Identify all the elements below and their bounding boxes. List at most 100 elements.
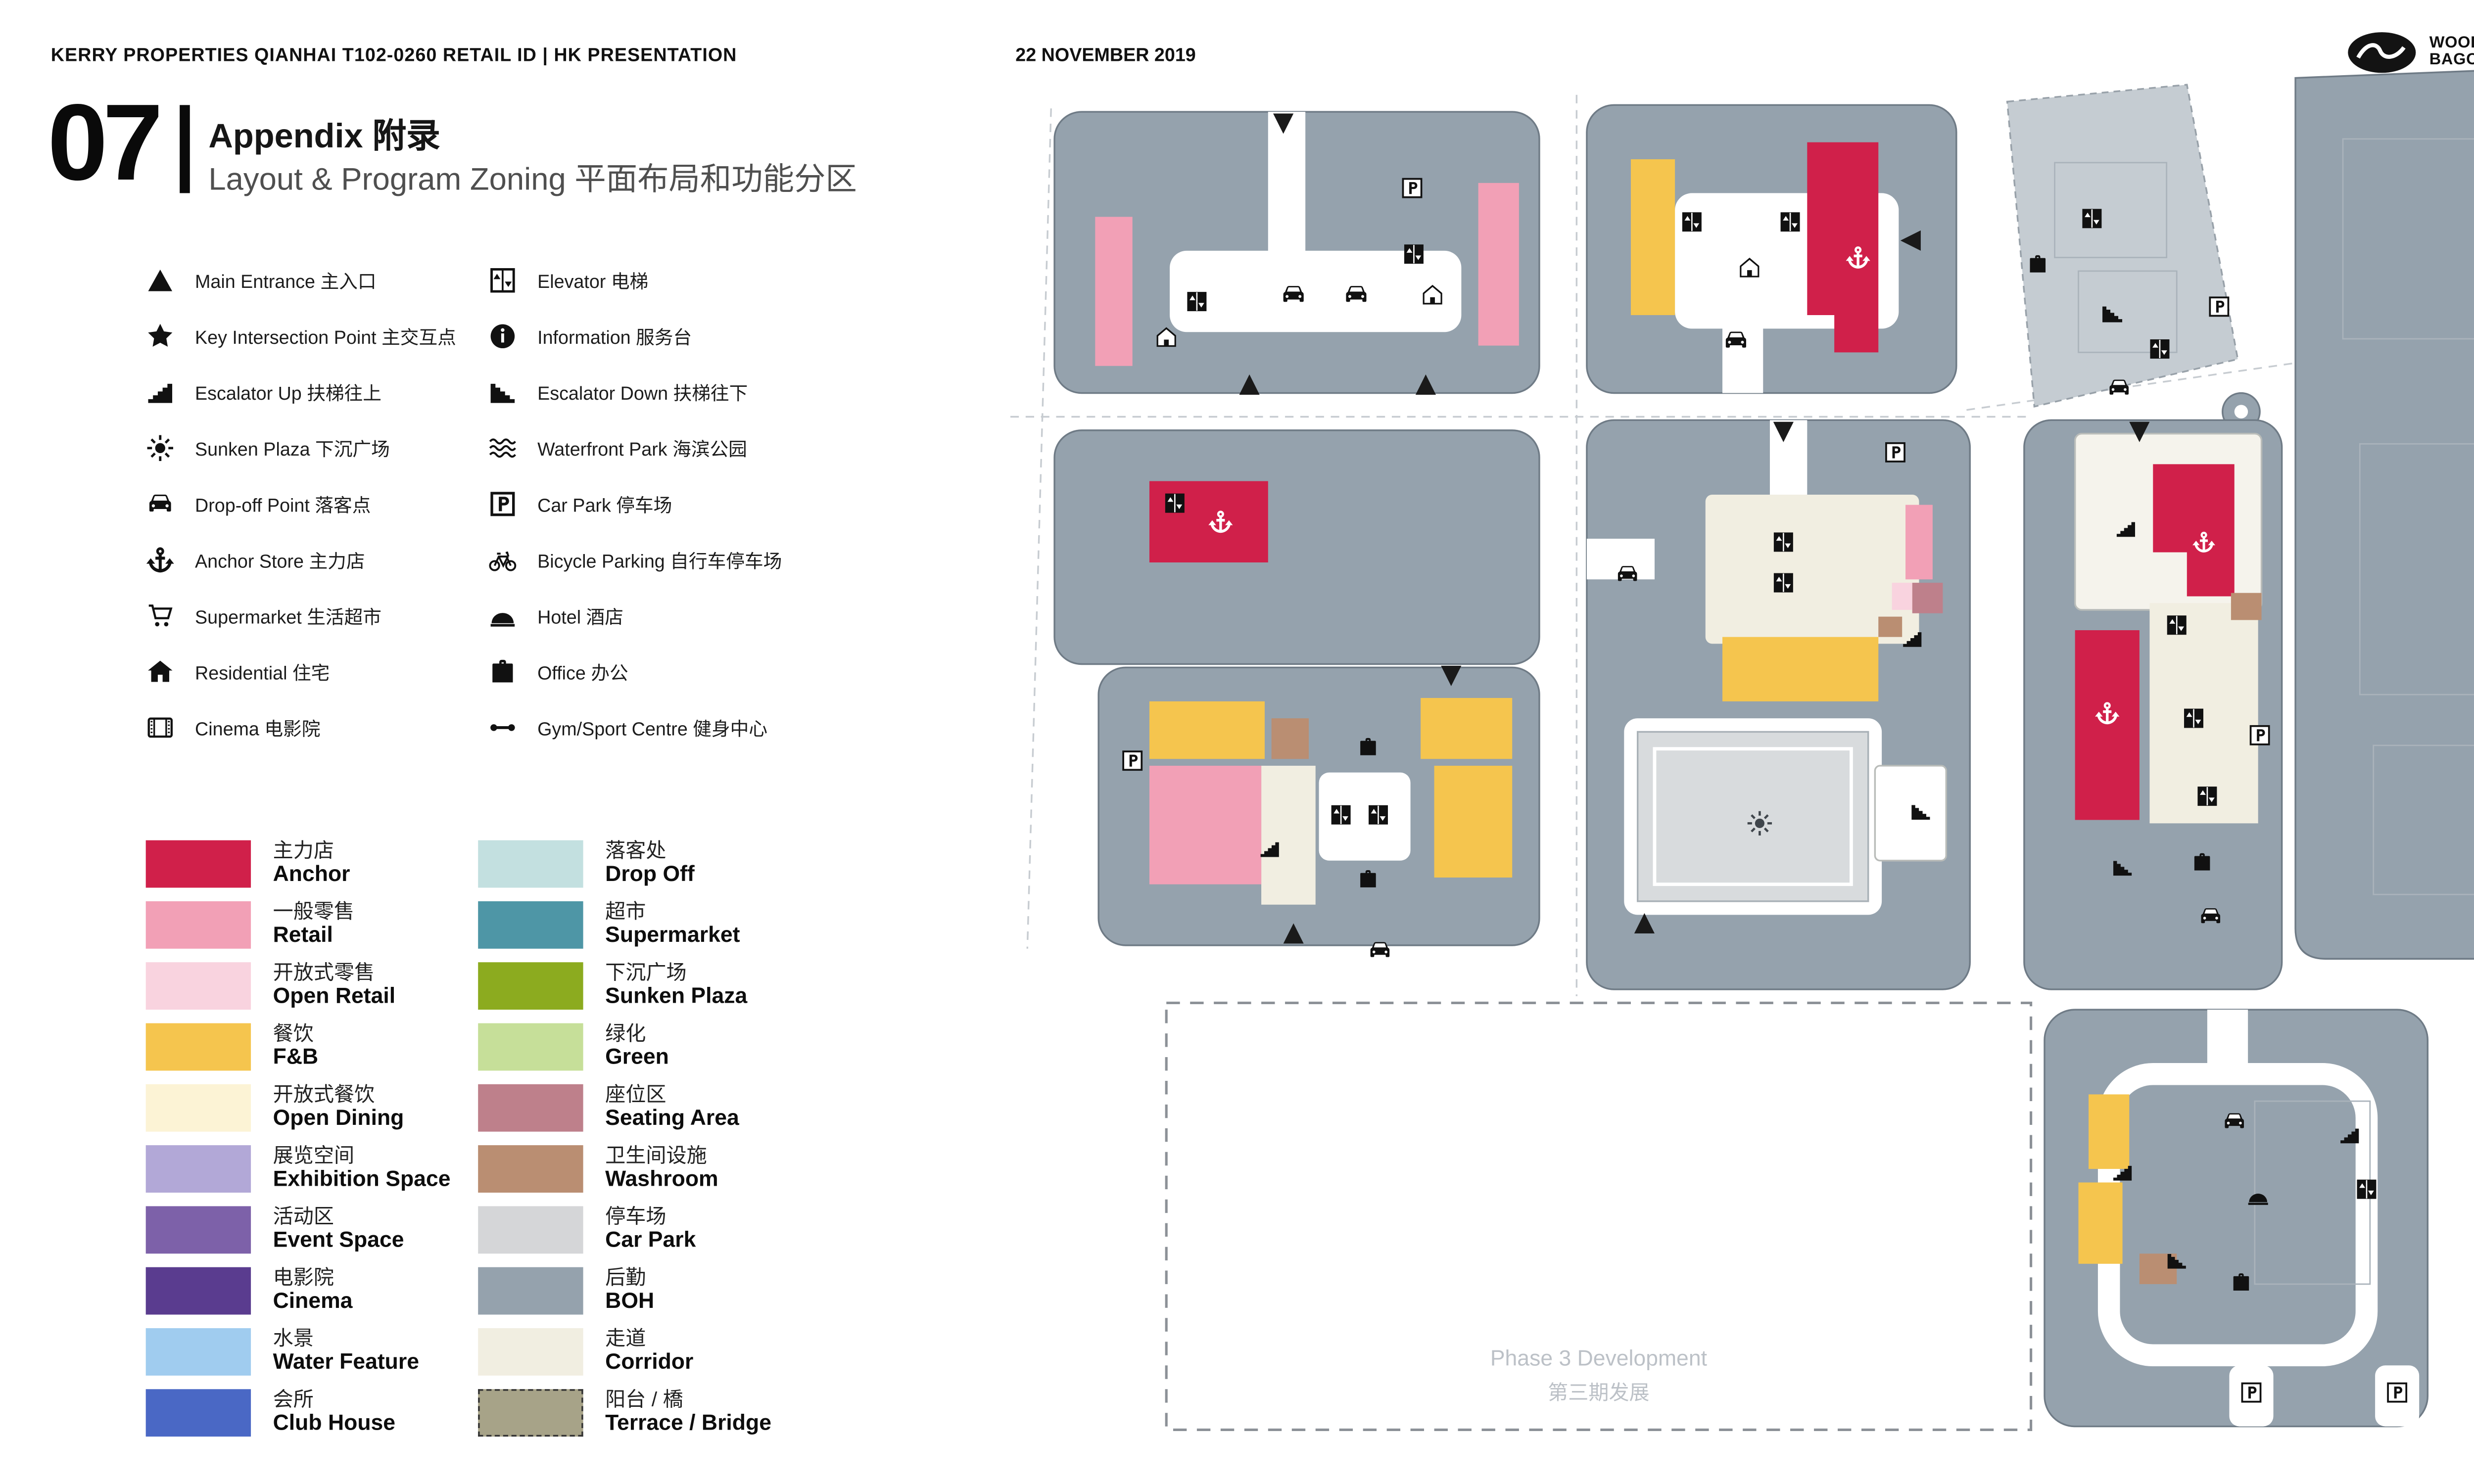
phase3-label-en: Phase 3 Development (1490, 1346, 1708, 1370)
icon-legend-label: Gym/Sport Centre 健身中心 (537, 719, 768, 740)
zone-corridor (1705, 495, 1919, 644)
color-swatch (145, 840, 251, 888)
color-label-zh: 展览空间 (273, 1143, 355, 1167)
icon-legend-item: Bicycle Parking 自行车停车场 (488, 546, 895, 574)
section-subheading: Layout & Program Zoning 平面布局和功能分区 (208, 161, 857, 197)
main-entrance-icon (2129, 421, 2150, 442)
icon-legend-item: Escalator Up 扶梯往上 (146, 378, 488, 407)
icon-legend-item: Supermarket 生活超市 (146, 602, 488, 630)
color-label-zh: 停车场 (605, 1204, 666, 1228)
icon-legend-label: Key Intersection Point 主交互点 (195, 327, 456, 348)
car-park-icon (1122, 750, 1143, 771)
color-label-zh: 一般零售 (273, 899, 355, 923)
elevator-icon (1403, 243, 1425, 265)
color-label-en: Sunken Plaza (605, 983, 748, 1009)
color-swatch (478, 1084, 583, 1132)
main-entrance-icon (1239, 374, 1260, 395)
elevator-icon (1773, 572, 1794, 593)
color-swatch (145, 1084, 251, 1132)
icon-legend-item: Hotel 酒店 (488, 602, 895, 630)
icon-legend-label: Information 服务台 (537, 327, 692, 348)
color-label-en: Open Dining (273, 1105, 404, 1131)
zone-fnb (2089, 1094, 2130, 1169)
icon-legend-label: Escalator Down 扶梯往下 (537, 383, 748, 404)
color-label-zh: 后勤 (605, 1264, 646, 1289)
icon-legend-label: Hotel 酒店 (537, 607, 623, 628)
main-entrance-icon (1273, 113, 1294, 134)
icon-legend-item: Waterfront Park 海滨公园 (488, 434, 895, 463)
icon-legend-label: Drop-off Point 落客点 (195, 495, 371, 516)
zone-fnb (1149, 701, 1265, 759)
color-swatch (145, 1023, 251, 1071)
car-park-icon (488, 490, 517, 518)
color-swatch (478, 1206, 583, 1254)
plan-guide-line (1966, 362, 2299, 411)
zone-retail (1149, 765, 1262, 884)
elevator-icon (1164, 493, 1186, 513)
icon-legend-label: Residential 住宅 (195, 663, 330, 684)
main-entrance-icon (146, 266, 175, 295)
brand-name: WOODS BAGOT (2429, 33, 2474, 70)
icon-legend-label: Main Entrance 主入口 (195, 272, 377, 292)
color-label-en: Open Retail (273, 983, 396, 1009)
color-label-zh: 开放式零售 (273, 960, 375, 984)
color-label-zh: 主力店 (273, 837, 334, 862)
map-block-central-mall (1586, 419, 1971, 990)
presentation-date: 22 NOVEMBER 2019 (1015, 46, 1196, 66)
zone-fnb (1722, 637, 1879, 701)
color-swatch (478, 840, 583, 888)
color-label-zh: 卫生间设施 (605, 1143, 707, 1167)
color-swatch (478, 1023, 583, 1071)
map-block-northeast-future (2006, 84, 2239, 408)
color-label-zh: 下沉广场 (605, 960, 687, 984)
brand-line1: WOODS (2429, 33, 2474, 52)
color-swatch (478, 1328, 583, 1376)
zone-corridor (1261, 765, 1316, 905)
color-label-zh: 绿化 (605, 1020, 646, 1045)
main-entrance-icon (1900, 230, 1921, 251)
elevator-icon (2166, 614, 2188, 636)
icon-legend-item: Drop-off Point 落客点 (146, 490, 488, 518)
elevator-icon (2149, 338, 2170, 360)
hotel-icon (488, 602, 517, 630)
phase3-area: Phase 3 Development 第三期发展 (1165, 1001, 2033, 1432)
color-label-en: Corridor (605, 1349, 694, 1375)
color-label-en: Club House (273, 1410, 396, 1436)
icon-legend-label: Anchor Store 主力店 (195, 551, 365, 572)
drop-off-icon (146, 490, 175, 518)
main-entrance-icon (1283, 923, 1304, 944)
main-entrance-icon (1441, 665, 1462, 687)
color-label-zh: 超市 (605, 899, 646, 923)
color-swatch (145, 1389, 251, 1437)
escalator-up-icon (146, 378, 175, 407)
phase3-label-zh: 第三期发展 (1548, 1381, 1650, 1404)
gym-icon (488, 713, 517, 742)
zone-seating (1912, 583, 1943, 613)
zone-fnb (1421, 697, 1513, 759)
zone-open-retail (1892, 583, 1912, 610)
map-block-northwest (1053, 111, 1540, 395)
color-label-en: Exhibition Space (273, 1166, 451, 1192)
map-block-west-central (1053, 429, 1540, 665)
title-divider (180, 105, 190, 193)
color-label-zh: 电影院 (273, 1264, 334, 1289)
map-block-southeast (2044, 1009, 2429, 1428)
icon-legend-item: Office 办公 (488, 657, 895, 686)
